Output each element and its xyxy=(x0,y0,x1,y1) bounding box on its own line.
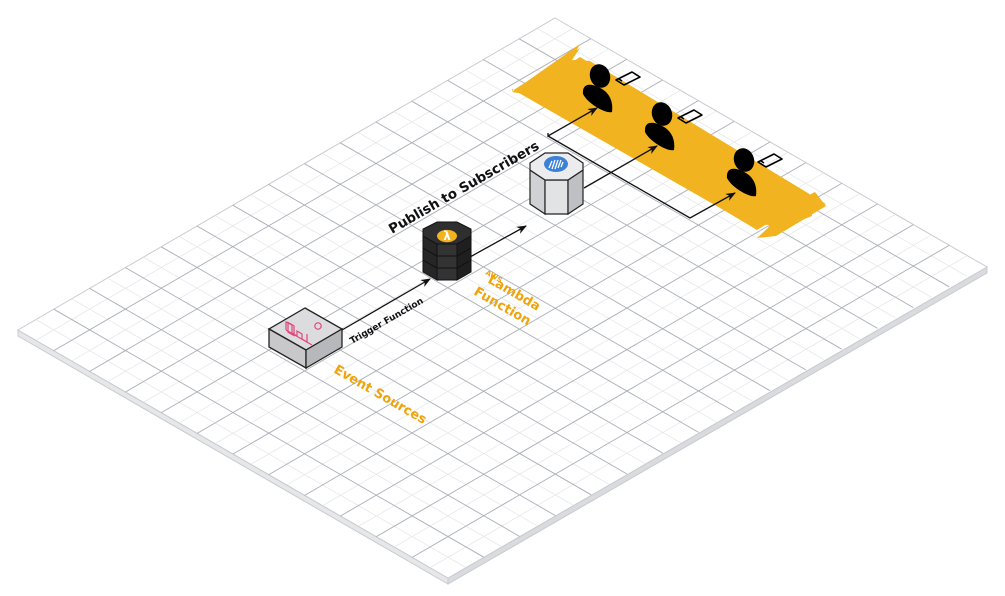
band-arrow-right-head xyxy=(757,192,826,238)
user-icon xyxy=(644,102,675,151)
grid-line-major xyxy=(89,58,627,372)
grid-line-major xyxy=(196,120,735,434)
mobile-phone-icon xyxy=(615,71,641,86)
grid-line-minor xyxy=(394,234,932,548)
grid-line-minor xyxy=(71,48,609,362)
grid-line-major xyxy=(340,203,878,517)
grid-line-major xyxy=(53,38,592,352)
grid-line-minor xyxy=(214,131,753,444)
sns-to-subscriber-3-arrow xyxy=(547,135,736,219)
sns-topic-icon xyxy=(548,159,564,170)
user-icon xyxy=(726,148,757,197)
grid-line-minor xyxy=(286,172,824,486)
subscriber-2[interactable] xyxy=(644,99,703,151)
grid-line-minor xyxy=(358,214,896,527)
grid-line-minor xyxy=(35,28,574,341)
sns-body-front xyxy=(544,179,569,215)
grid-line-minor xyxy=(107,69,645,382)
grid-line-minor xyxy=(250,152,789,465)
event-sources-node[interactable] xyxy=(267,307,344,370)
trigger-arrow xyxy=(341,278,431,331)
grid-line-minor xyxy=(429,255,968,568)
grid-line-major xyxy=(376,224,914,538)
grid-line-major xyxy=(411,244,950,558)
grid-line-major xyxy=(304,182,842,496)
connectors xyxy=(341,107,736,331)
band-arrow-left-head xyxy=(512,44,580,95)
event-cube-right xyxy=(305,327,343,370)
lambda-tier-front xyxy=(436,267,458,281)
lambda-icon-badge xyxy=(437,229,457,243)
user-icon xyxy=(582,64,613,113)
mobile-phone-icon xyxy=(757,153,783,168)
grid-line-major xyxy=(125,79,663,393)
lambda-tier-front xyxy=(436,243,458,257)
sns-to-subscriber-2-arrow xyxy=(583,145,658,189)
grid-line-minor xyxy=(322,193,860,506)
subscribers xyxy=(582,61,783,197)
subscriber-3[interactable] xyxy=(726,145,783,197)
sns-topic-node[interactable] xyxy=(529,152,584,216)
event-sources-icon xyxy=(285,321,322,346)
lambda-function-node[interactable]: λ xyxy=(422,221,472,281)
lambda-icon: λ xyxy=(443,229,451,243)
lambda-tiers xyxy=(422,221,472,281)
grid-line-minor xyxy=(143,90,681,403)
grid-line-major xyxy=(268,162,807,476)
lambda-tier-front xyxy=(436,255,458,269)
grid-line-major xyxy=(232,141,771,455)
subscriber-1[interactable] xyxy=(582,61,641,113)
mobile-phone-icon xyxy=(677,109,703,124)
lambda-to-sns-arrow xyxy=(469,225,527,258)
